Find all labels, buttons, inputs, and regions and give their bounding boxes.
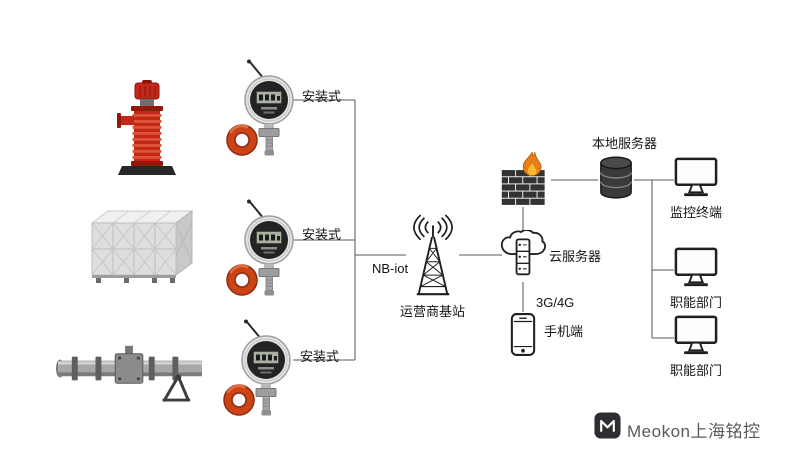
local-server [598,156,634,200]
pressure-transmitter-1 [225,58,303,168]
monitor-icon [674,157,718,197]
brand-text: Meokon上海铭控 [627,422,761,441]
install-type-label-1: 安装式 [302,89,342,104]
water-tank-image [80,206,194,284]
terminal-label-1: 监控终端 [670,205,723,220]
mobile-phone [510,312,536,357]
pressure-transmitter-icon [226,199,294,296]
monitor-terminal-3 [674,314,718,358]
local-server-label: 本地服务器 [592,136,658,151]
brand-logo-icon [594,412,621,439]
fire-pump-image [112,80,182,180]
cloud-server [500,229,547,280]
database-icon [600,156,632,199]
pipeline-icon [56,345,202,402]
pressure-transmitter-3 [222,318,300,428]
monitor-terminal-2 [674,246,718,290]
fire-pump-icon [117,80,176,175]
pressure-transmitter-2 [225,198,303,308]
install-type-label-2: 安装式 [302,227,342,242]
mobile-label: 手机端 [544,324,584,339]
flame-icon [522,150,542,176]
3g4g-label: 3G/4G [536,295,575,310]
pipeline-image [56,332,204,403]
monitor-terminal-1 [674,156,718,200]
pressure-transmitter-icon [223,319,291,416]
pressure-transmitter-icon [226,59,294,156]
monitor-icon [674,247,718,287]
cloud-server-icon [500,229,547,276]
monitor-icon [674,315,718,355]
firewall-icon [501,150,545,205]
smartphone-icon [510,313,536,356]
nbiot-label: NB-iot [372,261,409,276]
terminal-label-2: 职能部门 [670,295,723,310]
base-station [404,214,462,298]
cloud-server-label: 云服务器 [549,249,602,264]
terminal-label-3: 职能部门 [670,363,723,378]
signal-tower-icon [413,214,453,296]
install-type-label-3: 安装式 [300,349,340,364]
firewall [500,150,550,206]
water-tank-icon [90,210,194,283]
base-station-label: 运营商基站 [400,304,466,319]
